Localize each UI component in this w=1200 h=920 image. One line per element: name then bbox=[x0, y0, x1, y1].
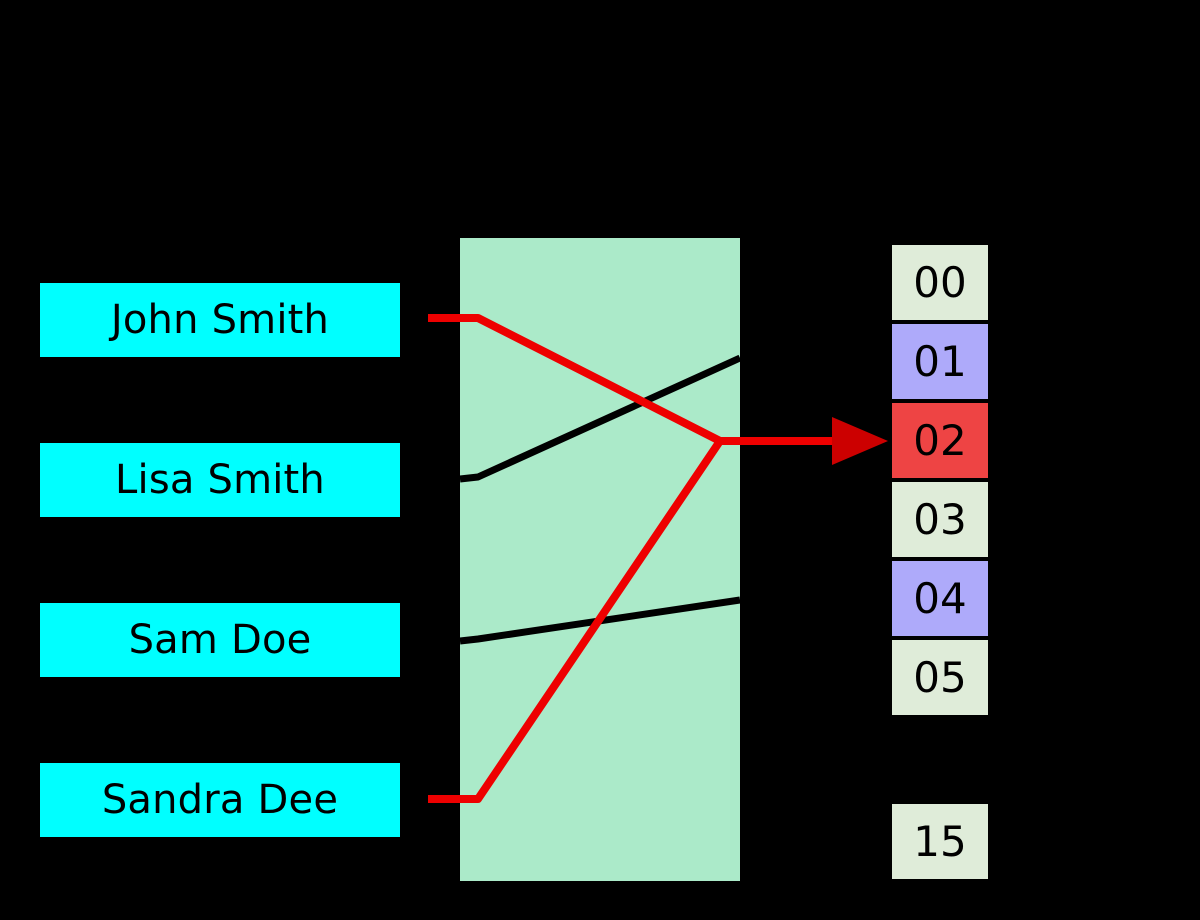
bucket-label: 15 bbox=[913, 816, 967, 866]
key-box-sam-doe[interactable]: Sam Doe bbox=[40, 603, 400, 677]
bucket-label: 04 bbox=[913, 573, 967, 623]
bucket-label: 03 bbox=[913, 494, 967, 544]
key-label: Sam Doe bbox=[128, 617, 312, 663]
bucket-slot-03[interactable]: 03 bbox=[892, 482, 988, 557]
bucket-label: 02 bbox=[913, 415, 967, 465]
arrow-head-icon bbox=[832, 417, 888, 465]
bucket-slot-02[interactable]: 02 bbox=[892, 403, 988, 478]
hash-function-panel bbox=[460, 238, 740, 881]
bucket-slot-15[interactable]: 15 bbox=[892, 804, 988, 879]
bucket-label: 05 bbox=[913, 652, 967, 702]
key-box-sandra-dee[interactable]: Sandra Dee bbox=[40, 763, 400, 837]
key-label: Lisa Smith bbox=[115, 457, 325, 503]
key-label: Sandra Dee bbox=[101, 777, 339, 823]
bucket-slot-00[interactable]: 00 bbox=[892, 245, 988, 320]
key-box-john-smith[interactable]: John Smith bbox=[40, 283, 400, 357]
bucket-slot-01[interactable]: 01 bbox=[892, 324, 988, 399]
bucket-slot-05[interactable]: 05 bbox=[892, 640, 988, 715]
bucket-label: 00 bbox=[913, 257, 967, 307]
key-box-lisa-smith[interactable]: Lisa Smith bbox=[40, 443, 400, 517]
bucket-slot-04[interactable]: 04 bbox=[892, 561, 988, 636]
bucket-label: 01 bbox=[913, 336, 967, 386]
key-label: John Smith bbox=[110, 297, 330, 343]
